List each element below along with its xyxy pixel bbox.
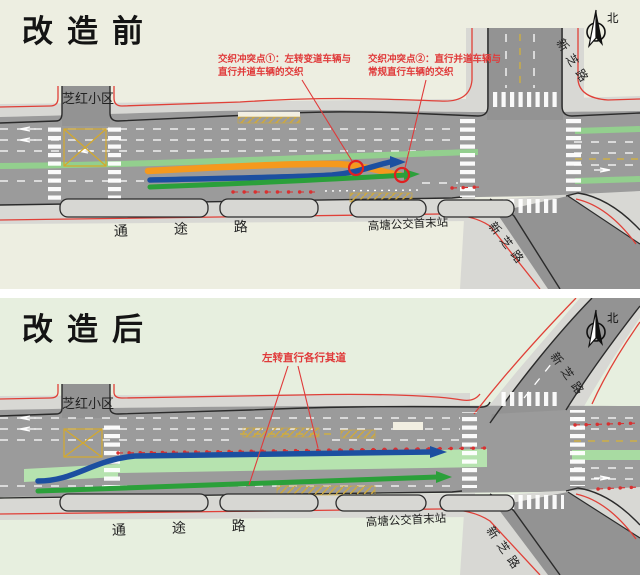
before-road-diagram: 北 芝红小区 通途路 高塘公交首末站 新芝路 新芝路 [0, 9, 640, 289]
conflict-point-2 [393, 166, 411, 184]
leader-line-1 [301, 79, 353, 162]
panel-before-title: 改造前 [22, 14, 157, 49]
bus-terminal-label: 高塘公交首末站 [367, 215, 449, 233]
leader-line-right [297, 365, 319, 449]
bus-bays [59, 493, 515, 512]
crosswalks [104, 392, 585, 509]
green-through-flow [147, 172, 409, 190]
north-compass: 北 [586, 309, 619, 349]
north-compass: 北 [586, 9, 619, 49]
annotation-conflict-1: 交织冲突点①：左转变道车辆与 直行并道车辆的交织 [218, 53, 351, 79]
blue-arrowhead [390, 156, 406, 168]
green-median-strip [0, 126, 640, 184]
north-label: 北 [607, 312, 619, 325]
orange-left-turn-flow [144, 160, 404, 179]
lane-delineator [116, 421, 640, 491]
junction-box [63, 428, 103, 458]
lane-delineator [231, 185, 482, 194]
panel-after-title: 改造后 [22, 312, 157, 347]
conflict-points [301, 79, 427, 184]
green-through-flow [35, 474, 441, 494]
annotation-conflict-1-line1: 交织冲突点①：左转变道车辆与 [218, 54, 352, 65]
blue-left-turn-flow [35, 449, 435, 484]
leader-line-left [248, 365, 289, 486]
crosswalks [48, 92, 581, 213]
residential-label: 芝红小区 [62, 91, 114, 106]
annotation-conflict-2: 交织冲突点②：直行并道车辆与 常规直行车辆的交织 [368, 53, 501, 79]
flow-arrows [144, 156, 420, 190]
main-road-label: 通途路 [114, 217, 294, 239]
panel-before: 改造前 交织冲突点①：左转变道车辆与 直行并道车辆的交织 交织冲突点②：直行并道… [0, 0, 640, 289]
north-label: 北 [607, 12, 619, 25]
residential-label: 芝红小区 [62, 396, 114, 411]
blue-merge-flow [147, 159, 393, 183]
panel-after: 改造后 左转直行各行其道 [0, 298, 640, 575]
after-road-diagram: 北 芝红小区 通途路 高塘公交首末站 新芝路 新芝路 [0, 298, 640, 575]
bus-terminal-label: 高塘公交首末站 [365, 511, 447, 529]
main-road-label: 通途路 [112, 516, 292, 538]
bus-bays [59, 198, 515, 218]
green-arrowhead [436, 471, 452, 483]
bus-stop-markings [237, 112, 413, 203]
blue-arrowhead [430, 446, 447, 458]
annotation-separated-lanes: 左转直行各行其道 [262, 352, 346, 364]
annotation-conflict-2-line1: 交织冲突点②：直行并道车辆与 [368, 54, 502, 65]
annotation-leaders [248, 365, 319, 486]
junction-box [63, 128, 107, 167]
conflict-point-1 [347, 159, 365, 177]
curb-lines [0, 298, 640, 575]
annotation-conflict-2-line2: 常规直行车辆的交织 [368, 67, 454, 78]
annotation-conflict-1-line2: 直行并道车辆的交织 [218, 67, 304, 78]
flow-arrows [35, 446, 452, 494]
leader-line-2 [404, 79, 427, 169]
